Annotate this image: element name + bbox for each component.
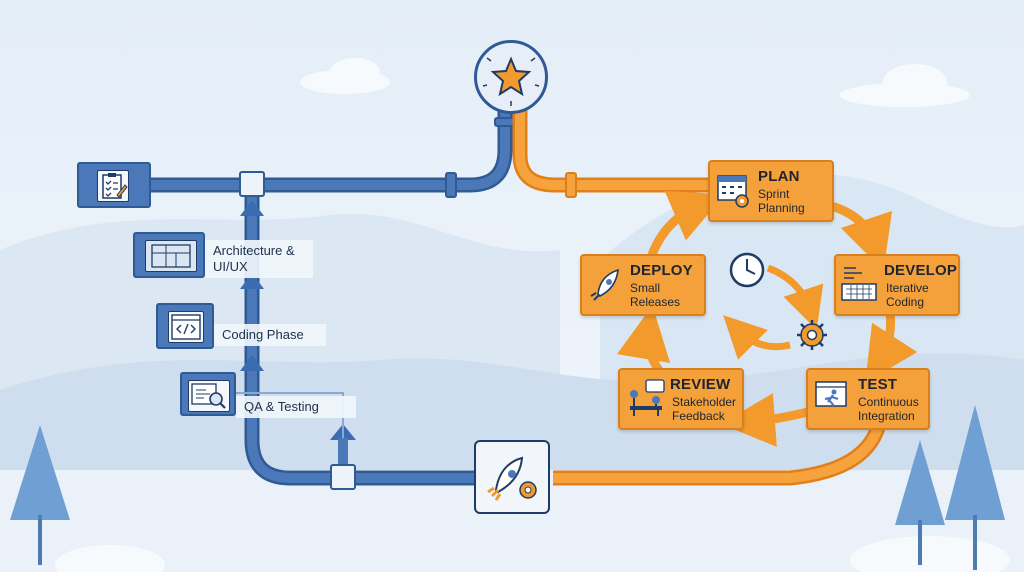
agile-stage-plan: PLAN Sprint Planning [708, 160, 834, 222]
tree [895, 405, 1005, 570]
rocket-gear-icon [487, 456, 537, 501]
waterfall-stage-label: Coding Phase [214, 324, 326, 346]
qa-connector [232, 392, 344, 440]
agile-stage-develop: DEVELOP Iterative Coding [834, 254, 960, 316]
calendar-gear-icon [717, 175, 749, 208]
agile-stage-subtitle: Iterative Coding [886, 281, 929, 309]
pipe-junction [330, 464, 356, 490]
launch-node [474, 440, 550, 514]
agile-stage-title: PLAN [758, 168, 800, 185]
pipe-coupling [445, 117, 518, 198]
runner-window-icon [815, 381, 847, 407]
code-window-icon [168, 311, 204, 343]
gear-icon [795, 318, 829, 352]
keyboard-code-icon [841, 267, 877, 301]
agile-stage-title: REVIEW [670, 376, 731, 393]
cloud [840, 64, 970, 107]
agile-stage-title: DEPLOY [630, 262, 693, 279]
agile-stage-title: DEVELOP [884, 262, 958, 279]
agile-stage-subtitle: Small Releases [630, 281, 681, 309]
clock-icon [727, 250, 767, 290]
waterfall-stage-coding [156, 303, 214, 349]
meeting-icon [630, 379, 665, 416]
tree [10, 425, 70, 565]
agile-stage-deploy: DEPLOY Small Releases [580, 254, 706, 316]
cloud [300, 58, 390, 94]
waterfall-stage-architecture [133, 232, 205, 278]
cloud [55, 536, 1010, 572]
waterfall-stage-label: Architecture & UI/UX [205, 240, 313, 278]
center-cycle [723, 264, 824, 360]
agile-stage-review: REVIEW Stakeholder Feedback [618, 368, 744, 430]
waterfall-pipe-core [150, 108, 510, 483]
qa-connector-pipe [338, 438, 348, 468]
agile-stage-subtitle: Stakeholder Feedback [672, 395, 737, 423]
clipboard-checklist-icon [97, 170, 129, 202]
waterfall-start [77, 162, 151, 208]
agile-stage-title: TEST [858, 376, 898, 393]
magnifier-code-icon [188, 380, 230, 412]
agile-stage-subtitle: Continuous Integration [858, 395, 919, 423]
star-icon [482, 56, 540, 106]
agile-pipe-core [515, 108, 885, 483]
agile-stage-subtitle: Sprint Planning [758, 187, 805, 215]
goal-node [474, 40, 548, 114]
pipe-coupling [565, 172, 577, 198]
waterfall-stage-qa [180, 372, 236, 416]
blueprint-icon [145, 240, 197, 272]
agile-stage-test: TEST Continuous Integration [806, 368, 930, 430]
ground [0, 470, 1024, 572]
waterfall-stage-label: QA & Testing [236, 396, 356, 418]
rocket-icon [590, 268, 619, 301]
pipe-junction [239, 171, 265, 197]
